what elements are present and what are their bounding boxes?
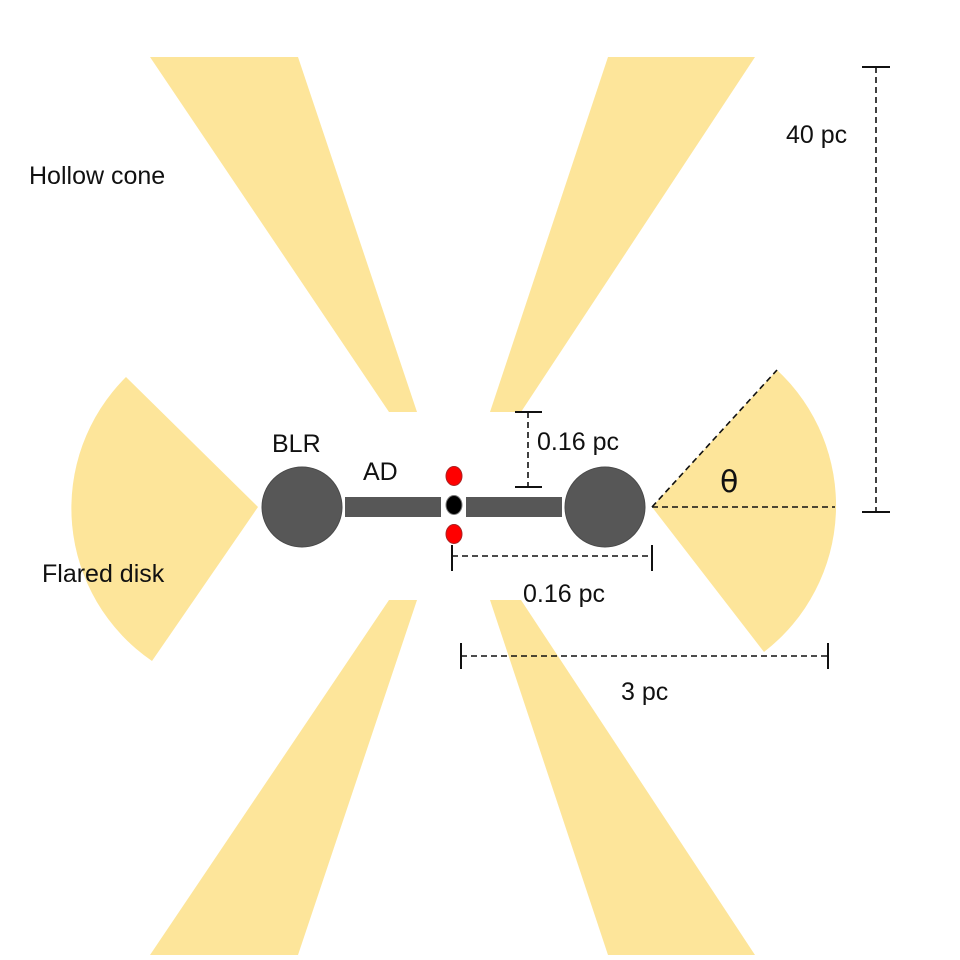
cone-wedge-upper-left: [150, 57, 417, 412]
companion-dot-upper: [445, 466, 463, 486]
label-flared-disk: Flared disk: [42, 560, 165, 588]
label-height: 40 pc: [786, 121, 847, 149]
cone-wedge-upper-right: [490, 57, 755, 412]
label-outer-radius: 3 pc: [621, 678, 668, 706]
companion-dot-lower: [445, 524, 463, 544]
accretion-disk-left: [345, 497, 441, 517]
theta-ray-upper: [651, 369, 778, 508]
flared-disk-right: [652, 370, 837, 652]
cone-wedge-lower-left: [150, 600, 417, 955]
flared-disk: [71, 370, 837, 661]
accretion-disk-right: [466, 497, 562, 517]
label-horizontal-separation: 0.16 pc: [523, 580, 605, 608]
label-theta: θ: [720, 465, 738, 500]
cone-wedge-lower-right: [490, 600, 755, 955]
label-blr: BLR: [272, 430, 321, 458]
blr-left: [261, 466, 343, 548]
label-ad: AD: [363, 458, 398, 486]
blr-right: [564, 466, 646, 548]
dimension-vertical-separation: [515, 411, 542, 488]
dimension-horizontal-separation: [451, 545, 653, 571]
label-hollow-cone: Hollow cone: [29, 162, 165, 190]
black-hole: [445, 495, 463, 515]
hollow-cone: [150, 57, 755, 955]
label-vertical-separation: 0.16 pc: [537, 428, 619, 456]
dimension-outer-radius: [460, 643, 829, 669]
flared-disk-left: [71, 377, 258, 661]
dimension-height: [862, 66, 890, 513]
